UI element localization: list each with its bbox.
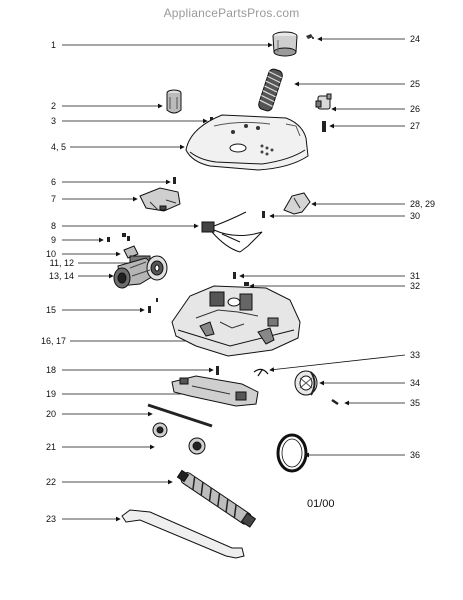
part-26-connector bbox=[315, 93, 332, 110]
part-30-screw bbox=[262, 211, 265, 218]
part-7-bracket bbox=[139, 187, 181, 212]
callout-6: 6 bbox=[50, 177, 56, 187]
part-27-plug bbox=[322, 121, 326, 132]
part-25-hose bbox=[258, 68, 283, 112]
part-22-brush-roll bbox=[176, 469, 257, 528]
callout-8: 8 bbox=[50, 221, 56, 231]
callout-16-17: 16, 17 bbox=[40, 336, 66, 346]
part-35-pin bbox=[331, 398, 339, 406]
callout-30: 30 bbox=[410, 211, 421, 221]
callout-10: 10 bbox=[45, 249, 56, 259]
callout-3: 3 bbox=[50, 116, 56, 126]
part-31-screw bbox=[233, 272, 236, 279]
callout-1: 1 bbox=[50, 40, 56, 50]
part-23-bumper bbox=[121, 509, 245, 559]
callout-15: 15 bbox=[45, 305, 56, 315]
callout-27: 27 bbox=[410, 121, 421, 131]
part-32-screw bbox=[244, 282, 249, 286]
watermark: AppliancePartsPros.com bbox=[163, 6, 300, 20]
leader-lines-left bbox=[62, 42, 273, 522]
callout-22: 22 bbox=[45, 477, 56, 487]
callout-26: 26 bbox=[410, 104, 421, 114]
part-28-29-latch bbox=[283, 192, 311, 215]
callout-4-5: 4, 5 bbox=[50, 142, 66, 152]
part-24-screw bbox=[306, 34, 314, 39]
callout-2: 2 bbox=[50, 101, 56, 111]
part-10-bracket bbox=[123, 245, 139, 259]
callout-19: 19 bbox=[45, 389, 56, 399]
part-2-socket bbox=[166, 89, 182, 114]
callout-28-29: 28, 29 bbox=[410, 199, 436, 209]
part-1-handle-cap bbox=[272, 31, 298, 57]
callout-18: 18 bbox=[45, 365, 56, 375]
callout-31: 31 bbox=[410, 271, 421, 281]
leader-lines-right bbox=[239, 36, 406, 458]
part-21-wheels bbox=[152, 422, 206, 455]
part-33-clip bbox=[253, 368, 269, 377]
callout-35: 35 bbox=[410, 398, 421, 408]
part-4-5-hood bbox=[185, 114, 309, 171]
callout-33: 33 bbox=[410, 350, 421, 360]
part-34-wheel bbox=[294, 370, 318, 396]
callout-20: 20 bbox=[45, 409, 56, 419]
callout-23: 23 bbox=[45, 514, 56, 524]
part-8-wiring-harness bbox=[201, 211, 263, 253]
callout-32: 32 bbox=[410, 281, 421, 291]
part-36-belt bbox=[276, 433, 308, 473]
part-19-rail bbox=[171, 375, 259, 407]
callout-24: 24 bbox=[410, 34, 421, 44]
part-9-clips bbox=[107, 233, 130, 242]
callout-7: 7 bbox=[50, 194, 56, 204]
callout-9: 9 bbox=[50, 235, 56, 245]
part-15-screw bbox=[148, 298, 158, 313]
callout-25: 25 bbox=[410, 79, 421, 89]
part-20-rod bbox=[147, 403, 213, 428]
callout-34: 34 bbox=[410, 378, 421, 388]
callout-36: 36 bbox=[410, 450, 421, 460]
part-16-17-base bbox=[171, 285, 301, 357]
part-6-screw bbox=[173, 177, 176, 184]
date-code: 01/00 bbox=[307, 498, 335, 510]
part-11-14-motor bbox=[113, 255, 168, 289]
callout-11-12: 11, 12 bbox=[49, 258, 74, 268]
callout-21: 21 bbox=[45, 442, 56, 452]
callout-13-14: 13, 14 bbox=[48, 271, 74, 281]
part-18-screw bbox=[216, 366, 219, 375]
